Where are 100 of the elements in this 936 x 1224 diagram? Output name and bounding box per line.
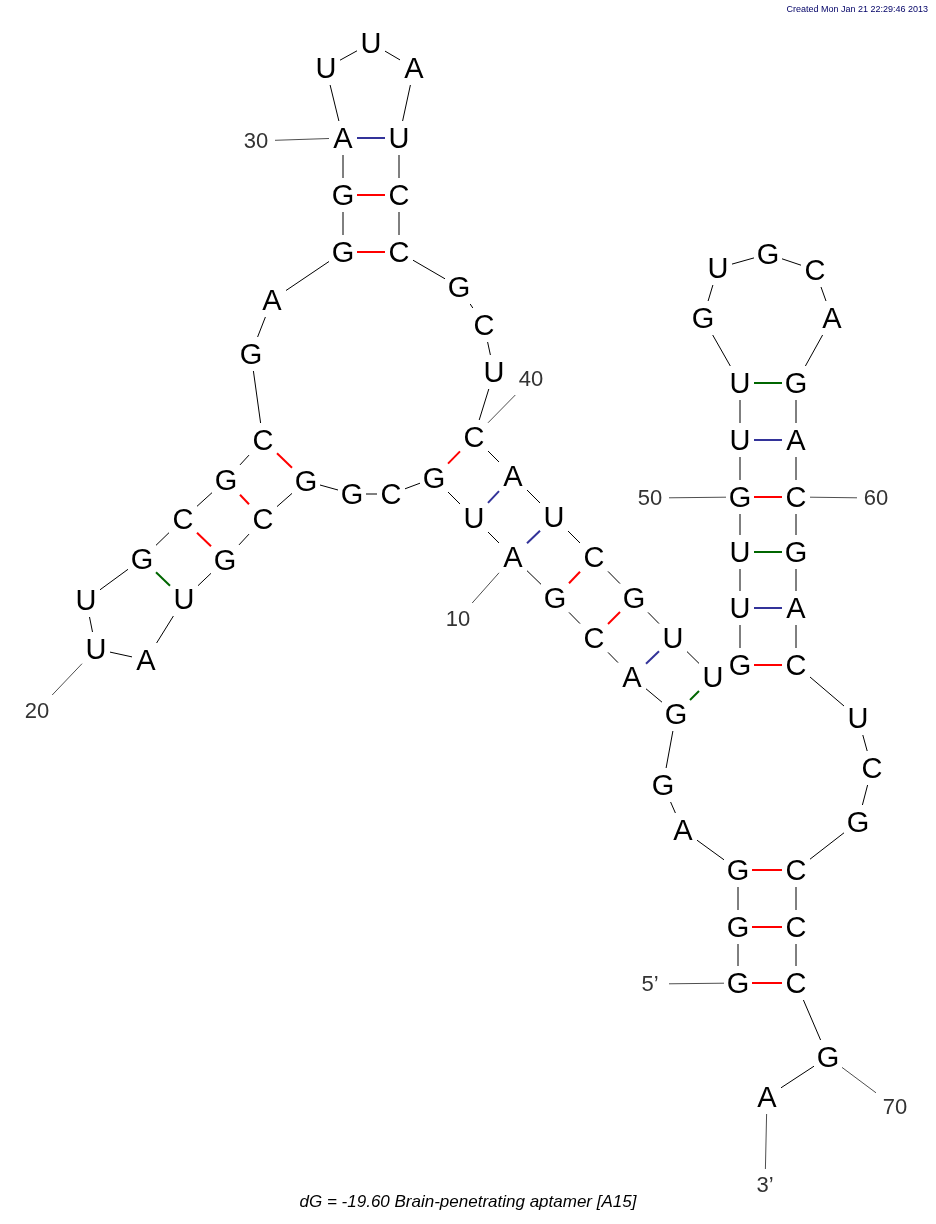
nucleotide-letter: C bbox=[861, 753, 883, 783]
position-number: 60 bbox=[863, 487, 889, 509]
base-pair-line bbox=[753, 382, 783, 384]
backbone-line bbox=[739, 568, 741, 592]
backbone-line bbox=[665, 730, 674, 769]
base-pair-line bbox=[753, 496, 783, 498]
backbone-line bbox=[197, 572, 212, 587]
backbone-line bbox=[478, 388, 490, 421]
base-pair-line bbox=[753, 607, 783, 609]
backbone-line bbox=[739, 456, 741, 481]
base-pair-line bbox=[689, 690, 700, 701]
nucleotide-letter: G bbox=[691, 303, 715, 333]
nucleotide-letter: U bbox=[315, 53, 337, 83]
nucleotide-letter: G bbox=[784, 368, 808, 398]
base-pair-line bbox=[751, 982, 783, 984]
backbone-line bbox=[739, 624, 741, 649]
nucleotide-letter: G bbox=[726, 968, 750, 998]
backbone-line bbox=[739, 513, 741, 536]
backbone-line bbox=[795, 943, 797, 967]
base-pair-line bbox=[239, 493, 250, 506]
backbone-line bbox=[607, 570, 621, 585]
backbone-line bbox=[707, 284, 714, 302]
backbone-line bbox=[526, 570, 542, 585]
backbone-line bbox=[412, 259, 446, 280]
backbone-line bbox=[781, 258, 802, 266]
nucleotide-letter: C bbox=[380, 479, 402, 509]
nucleotide-letter: G bbox=[130, 544, 154, 574]
backbone-line bbox=[342, 154, 344, 179]
nucleotide-letter: C bbox=[785, 482, 807, 512]
nucleotide-letter: U bbox=[85, 634, 107, 664]
backbone-line bbox=[804, 334, 824, 367]
base-pair-line bbox=[753, 664, 783, 666]
nucleotide-letter: C bbox=[172, 504, 194, 534]
position-number: 70 bbox=[882, 1096, 908, 1118]
nucleotide-letter: G bbox=[239, 339, 263, 369]
nucleotide-letter: U bbox=[847, 703, 869, 733]
backbone-line bbox=[568, 611, 581, 625]
caption: dG = -19.60 Brain-penetrating aptamer [A15] bbox=[298, 1192, 638, 1212]
base-pair-line bbox=[356, 251, 386, 253]
nucleotide-letter: A bbox=[822, 303, 842, 333]
backbone-line bbox=[155, 532, 170, 546]
nucleotide-letter: G bbox=[331, 180, 355, 210]
base-pair-line bbox=[753, 439, 783, 441]
backbone-line bbox=[862, 734, 868, 752]
nucleotide-letter: C bbox=[463, 422, 485, 452]
nucleotide-letter: U bbox=[707, 253, 729, 283]
nucleotide-letter: G bbox=[422, 463, 446, 493]
leader-line bbox=[51, 663, 83, 696]
nucleotide-letter: U bbox=[729, 537, 751, 567]
nucleotide-letter: A bbox=[786, 593, 806, 623]
nucleotide-letter: A bbox=[757, 1082, 777, 1112]
base-pair-line bbox=[607, 611, 621, 625]
backbone-line bbox=[398, 211, 400, 236]
nucleotide-letter: A bbox=[136, 645, 156, 675]
base-pair-line bbox=[751, 869, 783, 871]
nucleotide-letter: U bbox=[543, 502, 565, 532]
backbone-line bbox=[99, 568, 129, 591]
nucleotide-letter: G bbox=[756, 239, 780, 269]
nucleotide-letter: U bbox=[75, 585, 97, 615]
nucleotide-letter: U bbox=[729, 593, 751, 623]
backbone-line bbox=[670, 801, 676, 814]
backbone-line bbox=[526, 489, 541, 504]
backbone-line bbox=[487, 341, 491, 356]
nucleotide-letter: U bbox=[483, 357, 505, 387]
backbone-line bbox=[447, 491, 461, 505]
nucleotide-letter: G bbox=[340, 479, 364, 509]
backbone-line bbox=[319, 484, 339, 491]
backbone-line bbox=[257, 316, 266, 338]
backbone-line bbox=[342, 211, 344, 236]
nucleotide-letter: C bbox=[252, 425, 274, 455]
nucleotide-letter: G bbox=[726, 912, 750, 942]
base-pair-line bbox=[526, 529, 541, 545]
base-pair-line bbox=[568, 570, 581, 585]
backbone-line bbox=[647, 611, 660, 625]
nucleotide-letter: G bbox=[784, 537, 808, 567]
base-pair-line bbox=[155, 571, 171, 587]
nucleotide-letter: U bbox=[729, 425, 751, 455]
position-number: 3’ bbox=[756, 1174, 774, 1196]
nucleotide-letter: G bbox=[331, 237, 355, 267]
backbone-line bbox=[795, 886, 797, 911]
leader-line bbox=[668, 982, 725, 985]
nucleotide-letter: G bbox=[294, 466, 318, 496]
nucleotide-letter: U bbox=[388, 123, 410, 153]
nucleotide-letter: A bbox=[262, 285, 282, 315]
nucleotide-letter: G bbox=[543, 583, 567, 613]
nucleotide-letter: A bbox=[503, 461, 523, 491]
backbone-line bbox=[607, 651, 619, 664]
backbone-line bbox=[731, 257, 755, 265]
base-pair-line bbox=[487, 490, 500, 504]
nucleotide-letter: C bbox=[252, 504, 274, 534]
base-pair-line bbox=[753, 551, 783, 553]
nucleotide-letter: G bbox=[728, 650, 752, 680]
backbone-line bbox=[795, 456, 797, 481]
backbone-line bbox=[645, 688, 663, 703]
backbone-line bbox=[686, 651, 700, 664]
nucleotide-letter: U bbox=[173, 584, 195, 614]
backbone-line bbox=[795, 624, 797, 649]
backbone-line bbox=[780, 1065, 815, 1089]
nucleotide-letter: C bbox=[388, 237, 410, 267]
backbone-line bbox=[487, 450, 500, 463]
